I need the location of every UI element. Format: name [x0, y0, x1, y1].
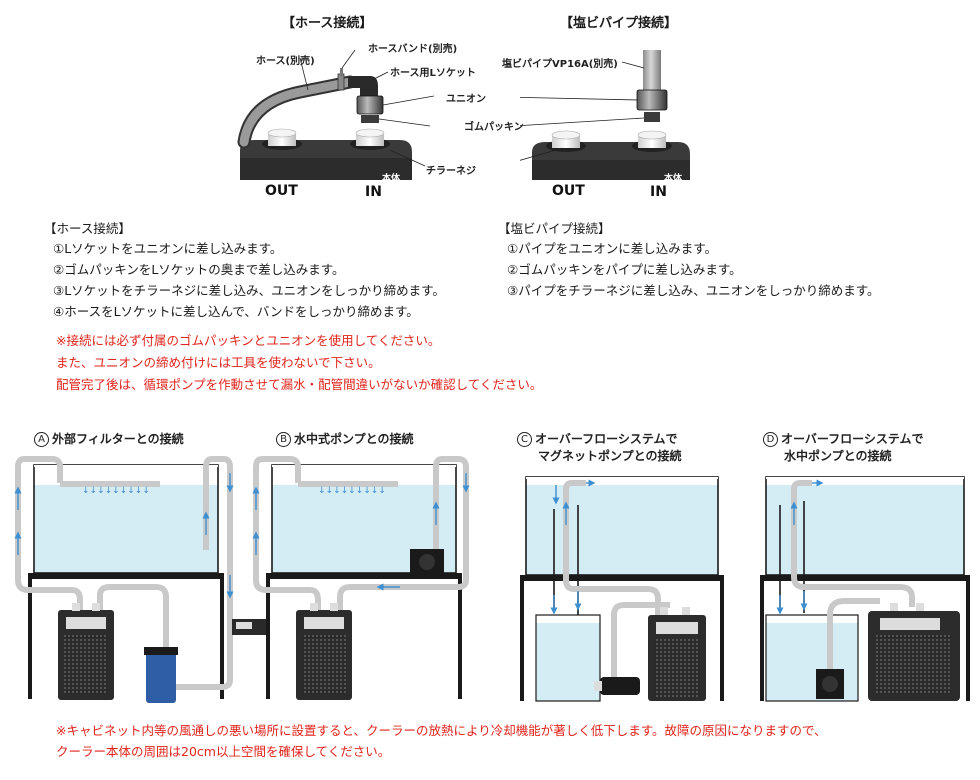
installation-illustrations: ↓↓↓↓↓↓↓↓↓ ↓↓↓↓↓↓↓↓↓ [14, 456, 970, 703]
hose-step: ④ホースをLソケットに差し込んで、バンドをしっかり締めます。 [53, 304, 419, 319]
pipe-instructions-heading: 【塩ビパイプ接続】 [498, 221, 611, 236]
pipe-in-label: IN [650, 184, 667, 200]
l-socket-label: ホース用Lソケット [390, 68, 476, 79]
controller-unit [232, 619, 266, 635]
hose-band-label: ホースバンド(別売) [368, 44, 458, 55]
union-label: ユニオン [446, 94, 486, 105]
hose-label: ホース(別売) [256, 56, 315, 67]
pipe-step: ①パイプをユニオンに差し込みます。 [507, 241, 717, 256]
warning-line: また、ユニオンの締め付けには工具を使わないで下さい。 [56, 355, 381, 370]
ventilation-warning: ※キャビネット内等の風通しの悪い場所に設置すると、クーラーの放熱により冷却機能が… [56, 720, 826, 762]
letter-a-badge: A [34, 432, 49, 447]
chiller-screw-label: チラーネジ [426, 166, 476, 177]
hose-instructions-heading: 【ホース接続】 [44, 221, 131, 236]
warning-line: ※接続には必ず付属のゴムパッキンとユニオンを使用してください。 [56, 333, 441, 348]
pvc-pipe-label: 塩ビパイプVP16A(別売) [502, 59, 618, 70]
pipe-instructions: 【塩ビパイプ接続】 ①パイプをユニオンに差し込みます。 ②ゴムパッキンをパイプに… [498, 218, 879, 301]
pipe-diagram-title: 【塩ビパイプ接続】 [560, 16, 678, 31]
pipe-step: ②ゴムパッキンをパイプに差し込みます。 [507, 262, 742, 277]
hose-step: ①Lソケットをユニオンに差し込みます。 [53, 241, 283, 256]
warning-line: ※キャビネット内等の風通しの悪い場所に設置すると、クーラーの放熱により冷却機能が… [56, 723, 827, 738]
hose-diagram-title: 【ホース接続】 [282, 16, 373, 31]
hose-step: ②ゴムパッキンをLソケットの奥まで差し込みます。 [53, 262, 345, 277]
letter-d-badge: D [763, 432, 778, 447]
connection-warnings: ※接続には必ず付属のゴムパッキンとユニオンを使用してください。 また、ユニオンの… [56, 330, 542, 396]
hose-step: ③Lソケットをチラーネジに差し込み、ユニオンをしっかり締めます。 [53, 283, 445, 298]
hose-in-label: IN [365, 184, 382, 200]
svg-text:↓↓↓↓↓↓↓↓↓: ↓↓↓↓↓↓↓↓↓ [318, 486, 386, 496]
diagram-b: ↓↓↓↓↓↓↓↓↓ [252, 456, 470, 700]
hose-body-label: 本体 [382, 174, 401, 184]
warning-line: クーラー本体の周囲は20cm以上空間を確保してください。 [56, 744, 391, 759]
pipe-connection-illustration [520, 50, 690, 180]
hose-instructions: 【ホース接続】 ①Lソケットをユニオンに差し込みます。 ②ゴムパッキンをLソケッ… [44, 218, 445, 322]
pipe-out-label: OUT [552, 183, 585, 199]
letter-b-badge: B [276, 432, 291, 447]
svg-text:↓↓↓↓↓↓↓↓↓: ↓↓↓↓↓↓↓↓↓ [82, 486, 150, 496]
diagram-c [520, 476, 724, 702]
pipe-body-label: 本体 [664, 174, 683, 184]
diagram-d [760, 476, 970, 702]
letter-c-badge: C [517, 432, 532, 447]
pipe-step: ③パイプをチラーネジに差し込み、ユニオンをしっかり締めます。 [507, 283, 880, 298]
gasket-label: ゴムパッキン [464, 122, 524, 133]
hose-out-label: OUT [265, 183, 298, 199]
diagram-a: ↓↓↓↓↓↓↓↓↓ [14, 456, 234, 703]
hose-connection-illustration [237, 49, 435, 180]
warning-line: 配管完了後は、循環ポンプを作動させて漏水・配管間違いがないか確認してください。 [56, 377, 543, 392]
